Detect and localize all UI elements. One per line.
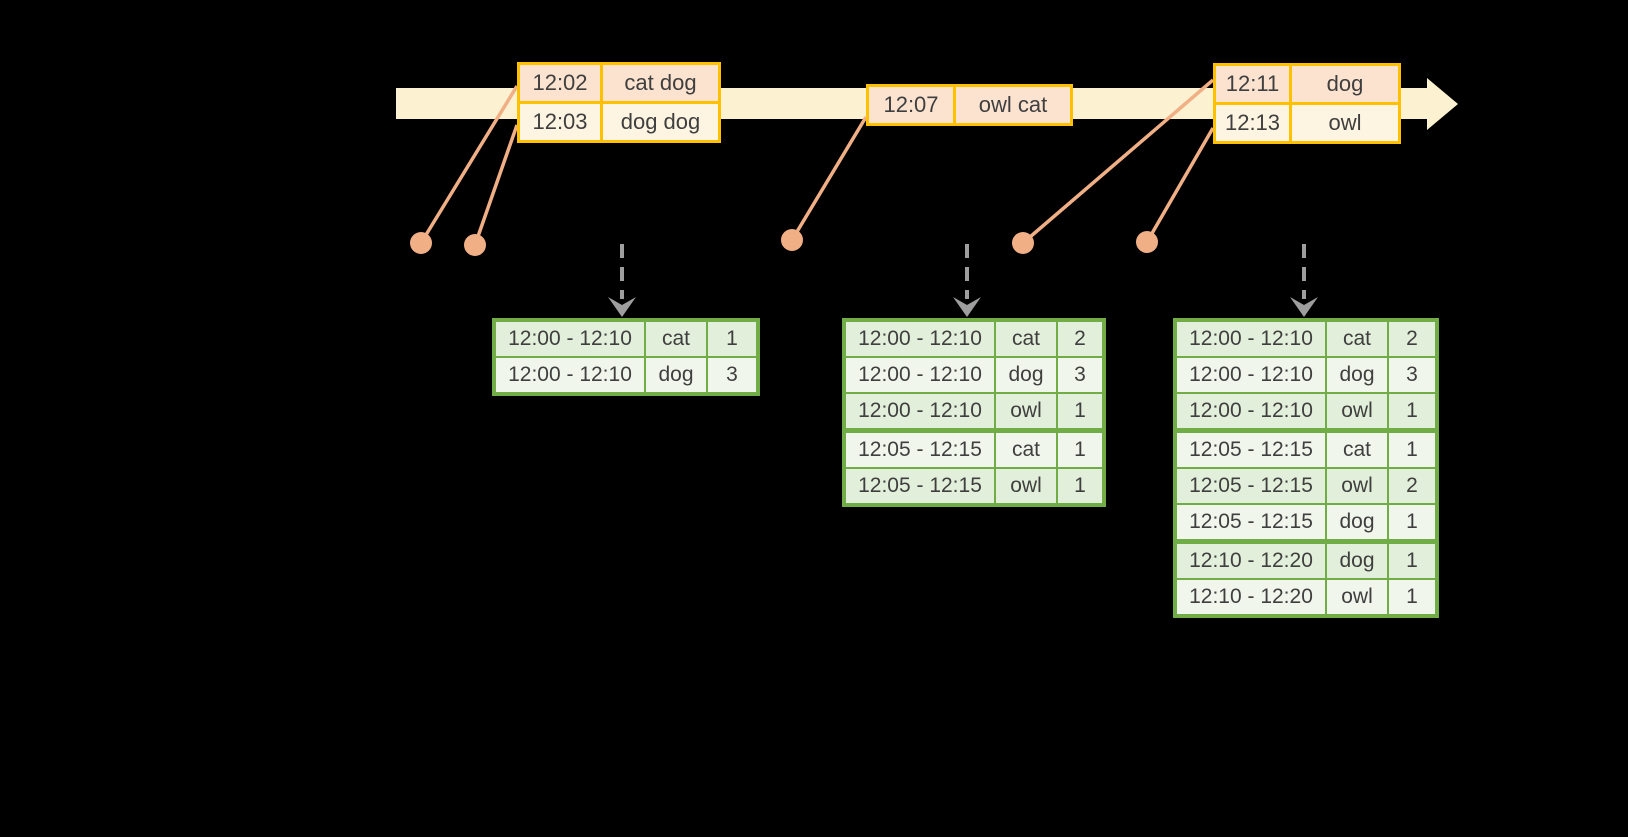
result-table-2: 12:00 - 12:10 cat 2 12:00 - 12:10 dog 3 …	[842, 318, 1106, 507]
event-dot	[464, 234, 486, 256]
count-cell: 3	[708, 358, 756, 392]
word-cell: dog	[1327, 544, 1387, 578]
count-cell: 1	[1058, 433, 1102, 467]
table-row: 12:05 - 12:15 owl 2	[1177, 469, 1435, 503]
event-connector-line	[790, 116, 868, 241]
event-connector-line	[473, 124, 519, 246]
table-row: 12:00 - 12:10 dog 3	[846, 358, 1102, 392]
count-cell: 1	[1389, 505, 1435, 539]
count-cell: 1	[708, 322, 756, 356]
word-cell: cat	[646, 322, 706, 356]
window-cell: 12:00 - 12:10	[846, 322, 994, 356]
table-row: 12:00 - 12:10 owl 1	[846, 394, 1102, 428]
count-cell: 2	[1058, 322, 1102, 356]
window-cell: 12:05 - 12:15	[846, 433, 994, 467]
window-cell: 12:00 - 12:10	[1177, 358, 1325, 392]
table-row: 12:05 - 12:15 cat 1	[846, 433, 1102, 467]
word-cell: cat	[1327, 433, 1387, 467]
word-cell: cat	[996, 433, 1056, 467]
window-cell: 12:00 - 12:10	[846, 358, 994, 392]
event-row: 12:02 cat dog	[520, 65, 718, 101]
count-cell: 1	[1058, 394, 1102, 428]
table-row: 12:00 - 12:10 owl 1	[1177, 394, 1435, 428]
count-cell: 1	[1058, 469, 1102, 503]
word-cell: cat	[1327, 322, 1387, 356]
event-words: cat dog	[603, 65, 718, 101]
event-row: 12:07 owl cat	[869, 87, 1070, 123]
window-cell: 12:05 - 12:15	[1177, 433, 1325, 467]
word-cell: owl	[1327, 580, 1387, 614]
window-cell: 12:05 - 12:15	[1177, 469, 1325, 503]
event-words: dog dog	[603, 104, 718, 140]
event-words: dog	[1292, 66, 1398, 102]
event-connector-line	[419, 85, 519, 244]
window-cell: 12:00 - 12:10	[846, 394, 994, 428]
event-time: 12:02	[520, 65, 600, 101]
result-table-3: 12:00 - 12:10 cat 2 12:00 - 12:10 dog 3 …	[1173, 318, 1439, 618]
timeline-event-box-3: 12:11 dog 12:13 owl	[1213, 63, 1401, 144]
count-cell: 1	[1389, 433, 1435, 467]
window-cell: 12:10 - 12:20	[1177, 580, 1325, 614]
event-connector-line	[1021, 78, 1215, 245]
trigger-arrow-head	[608, 297, 636, 317]
word-cell: dog	[996, 358, 1056, 392]
timeline-arrow-head	[1427, 78, 1458, 130]
word-cell: owl	[996, 394, 1056, 428]
word-cell: dog	[1327, 358, 1387, 392]
trigger-arrow-head	[953, 297, 981, 317]
event-dot	[781, 229, 803, 251]
window-cell: 12:00 - 12:10	[1177, 322, 1325, 356]
window-cell: 12:05 - 12:15	[846, 469, 994, 503]
count-cell: 3	[1389, 358, 1435, 392]
table-row: 12:00 - 12:10 cat 1	[496, 322, 756, 356]
event-time: 12:03	[520, 104, 600, 140]
table-row: 12:10 - 12:20 dog 1	[1177, 544, 1435, 578]
event-connector-line	[1145, 127, 1215, 243]
window-cell: 12:10 - 12:20	[1177, 544, 1325, 578]
table-row: 12:00 - 12:10 cat 2	[1177, 322, 1435, 356]
result-table-1: 12:00 - 12:10 cat 1 12:00 - 12:10 dog 3	[492, 318, 760, 396]
event-time: 12:13	[1216, 105, 1289, 141]
event-time: 12:11	[1216, 66, 1289, 102]
event-dot	[410, 232, 432, 254]
window-cell: 12:05 - 12:15	[1177, 505, 1325, 539]
window-cell: 12:00 - 12:10	[496, 322, 644, 356]
event-row: 12:03 dog dog	[520, 104, 718, 140]
event-words: owl cat	[956, 87, 1070, 123]
trigger-arrow-head	[1290, 297, 1318, 317]
window-cell: 12:00 - 12:10	[1177, 394, 1325, 428]
word-cell: cat	[996, 322, 1056, 356]
table-row: 12:00 - 12:10 dog 3	[496, 358, 756, 392]
event-dot	[1012, 232, 1034, 254]
table-row: 12:00 - 12:10 dog 3	[1177, 358, 1435, 392]
word-cell: dog	[646, 358, 706, 392]
table-row: 12:05 - 12:15 cat 1	[1177, 433, 1435, 467]
timeline-event-box-2: 12:07 owl cat	[866, 84, 1073, 126]
count-cell: 1	[1389, 580, 1435, 614]
count-cell: 2	[1389, 322, 1435, 356]
table-row: 12:10 - 12:20 owl 1	[1177, 580, 1435, 614]
table-row: 12:05 - 12:15 owl 1	[846, 469, 1102, 503]
word-cell: dog	[1327, 505, 1387, 539]
word-cell: owl	[996, 469, 1056, 503]
count-cell: 2	[1389, 469, 1435, 503]
table-row: 12:00 - 12:10 cat 2	[846, 322, 1102, 356]
event-row: 12:11 dog	[1216, 66, 1398, 102]
word-cell: owl	[1327, 394, 1387, 428]
event-time: 12:07	[869, 87, 953, 123]
event-dot	[1136, 231, 1158, 253]
event-row: 12:13 owl	[1216, 105, 1398, 141]
table-row: 12:05 - 12:15 dog 1	[1177, 505, 1435, 539]
count-cell: 3	[1058, 358, 1102, 392]
count-cell: 1	[1389, 544, 1435, 578]
window-cell: 12:00 - 12:10	[496, 358, 644, 392]
timeline-event-box-1: 12:02 cat dog 12:03 dog dog	[517, 62, 721, 143]
event-words: owl	[1292, 105, 1398, 141]
word-cell: owl	[1327, 469, 1387, 503]
count-cell: 1	[1389, 394, 1435, 428]
